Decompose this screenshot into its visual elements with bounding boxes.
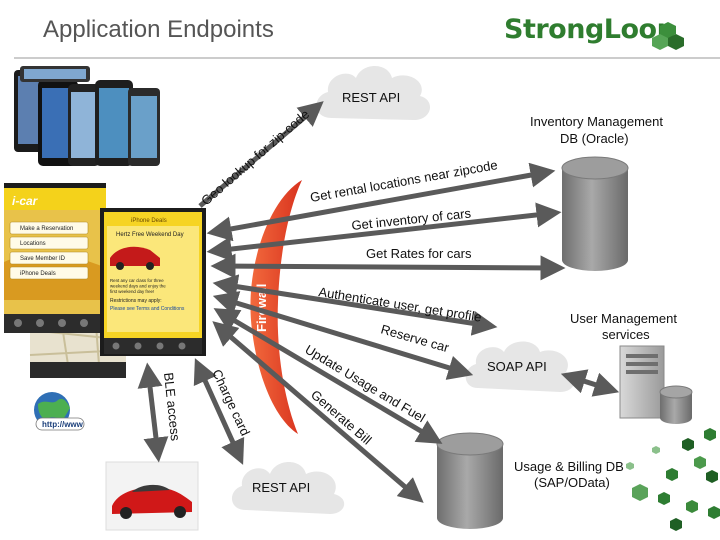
- slide-title: Application Endpoints: [43, 16, 274, 43]
- rest-api-bottom-cloud: REST API: [231, 462, 345, 514]
- connection-arrows: [137, 101, 620, 503]
- deal-body-line: first weekend day free!: [110, 289, 154, 294]
- brand-logo: StrongLoop: [504, 14, 676, 45]
- deal-note: Restrictions may apply:: [110, 298, 162, 304]
- globe-label: http://www: [42, 420, 84, 429]
- inventory-db-label-1: Inventory Management: [530, 114, 663, 129]
- billing-db-icon: [436, 432, 504, 529]
- label-ble-access: BLE access: [161, 372, 183, 442]
- soap-api-label: SOAP API: [487, 359, 547, 374]
- title-divider: [14, 57, 720, 59]
- user-mgmt-label-2: services: [602, 327, 650, 342]
- globe-icon: http://www: [34, 392, 85, 431]
- user-mgmt-label-1: User Management: [570, 311, 677, 326]
- deals-header: iPhone Deals: [131, 218, 167, 224]
- rest-api-top-cloud: REST API: [316, 66, 431, 120]
- user-mgmt-server-icon: [619, 345, 693, 424]
- billing-db-label-2: (SAP/OData): [534, 475, 610, 490]
- deal-body-line: Rent any car class for three: [110, 278, 164, 283]
- app-name: i-car: [12, 194, 39, 208]
- soap-api-cloud: SOAP API: [465, 341, 575, 392]
- icar-phone: i-car Make a Reservation Locations Save …: [4, 183, 106, 333]
- deals-phone: iPhone Deals Hertz Free Weekend Day Rent…: [100, 208, 206, 356]
- arrow-charge-card: [193, 358, 245, 465]
- arrow-soap-user-mgmt: [560, 369, 620, 397]
- deal-title: Hertz Free Weekend Day: [116, 232, 184, 238]
- arrow-ble-access: [137, 362, 169, 463]
- deal-link: Please see Terms and Conditions: [110, 306, 185, 312]
- rest-api-top-label: REST API: [342, 90, 400, 105]
- car-photo: [105, 461, 199, 531]
- menu-item-reservation: Make a Reservation: [20, 226, 73, 232]
- devices-photo: [14, 66, 160, 166]
- billing-db-label-1: Usage & Billing DB: [514, 459, 624, 474]
- menu-item-deals: iPhone Deals: [20, 271, 56, 277]
- arrow-inventory: [206, 202, 562, 262]
- inventory-db-icon: [561, 156, 629, 271]
- arrow-generate-bill: [212, 321, 424, 503]
- arrow-rates: [210, 253, 566, 281]
- inventory-db-label-2: DB (Oracle): [560, 131, 629, 146]
- menu-item-locations: Locations: [20, 241, 46, 247]
- hexagon-decoration: [626, 428, 720, 531]
- menu-item-member-id: Save Member ID: [20, 256, 66, 262]
- label-rates: Get Rates for cars: [366, 246, 472, 261]
- rest-api-bottom-label: REST API: [252, 480, 310, 495]
- deal-body-line: weekend days and enjoy the: [110, 284, 166, 289]
- brand-hex-icon: [652, 22, 684, 50]
